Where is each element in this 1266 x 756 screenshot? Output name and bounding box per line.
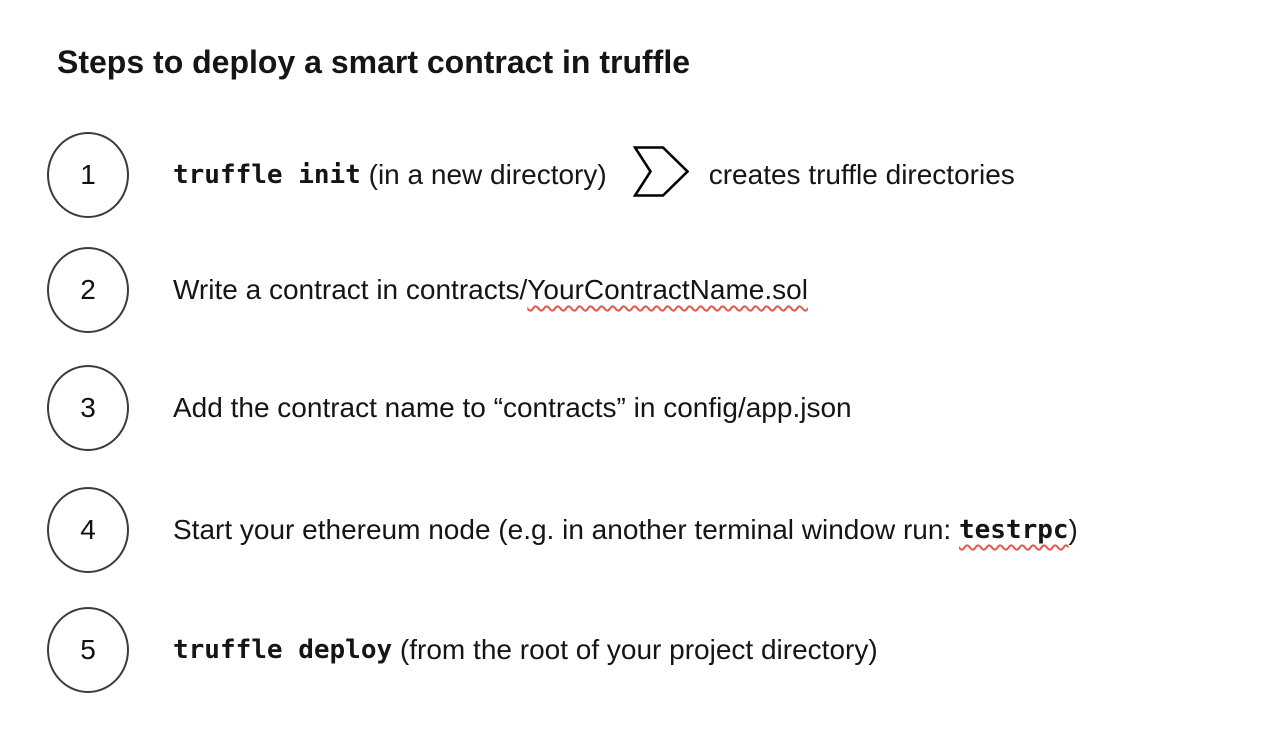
step-content: truffle deploy (from the root of your pr…: [173, 634, 878, 666]
step-row-2: 2 Write a contract in contracts/ YourCon…: [47, 247, 808, 333]
step-number: 4: [80, 514, 96, 545]
code-snippet: truffle deploy: [173, 635, 393, 665]
step-content: truffle init (in a new directory) create…: [173, 145, 1015, 201]
step-number-badge: 2: [47, 247, 129, 333]
step-result-text: creates truffle directories: [708, 159, 1015, 190]
step-content: Write a contract in contracts/ YourContr…: [173, 274, 808, 306]
step-number-badge: 1: [47, 132, 129, 218]
step-row-1: 1 truffle init (in a new directory) crea…: [47, 132, 1015, 218]
step-content: Add the contract name to “contracts” in …: [173, 392, 852, 424]
chevron-right-icon: [632, 145, 689, 197]
step-content: Start your ethereum node (e.g. in anothe…: [173, 514, 1078, 546]
step-text-segment: ): [1068, 514, 1078, 545]
step-text-segment: Write a contract in contracts/: [173, 274, 528, 305]
code-snippet: truffle init: [173, 160, 361, 190]
step-number-badge: 5: [47, 607, 129, 693]
step-number: 2: [80, 274, 96, 305]
misspelled-word: YourContractName.sol: [527, 274, 808, 305]
step-row-4: 4 Start your ethereum node (e.g. in anot…: [47, 487, 1078, 573]
step-number: 1: [80, 159, 96, 190]
step-number: 3: [80, 392, 96, 423]
step-text-segment: (from the root of your project directory…: [392, 634, 878, 665]
step-number-badge: 4: [47, 487, 129, 573]
slide-title: Steps to deploy a smart contract in truf…: [57, 44, 690, 80]
step-row-5: 5 truffle deploy (from the root of your …: [47, 607, 878, 693]
step-text-segment: Start your ethereum node (e.g. in anothe…: [173, 514, 959, 545]
step-text-segment: Add the contract name to “contracts” in …: [173, 392, 852, 423]
misspelled-code-snippet: testrpc: [958, 515, 1069, 545]
step-row-3: 3 Add the contract name to “contracts” i…: [47, 365, 852, 451]
step-text-segment: (in a new directory): [360, 159, 607, 190]
step-number-badge: 3: [47, 365, 129, 451]
step-number: 5: [80, 634, 96, 665]
